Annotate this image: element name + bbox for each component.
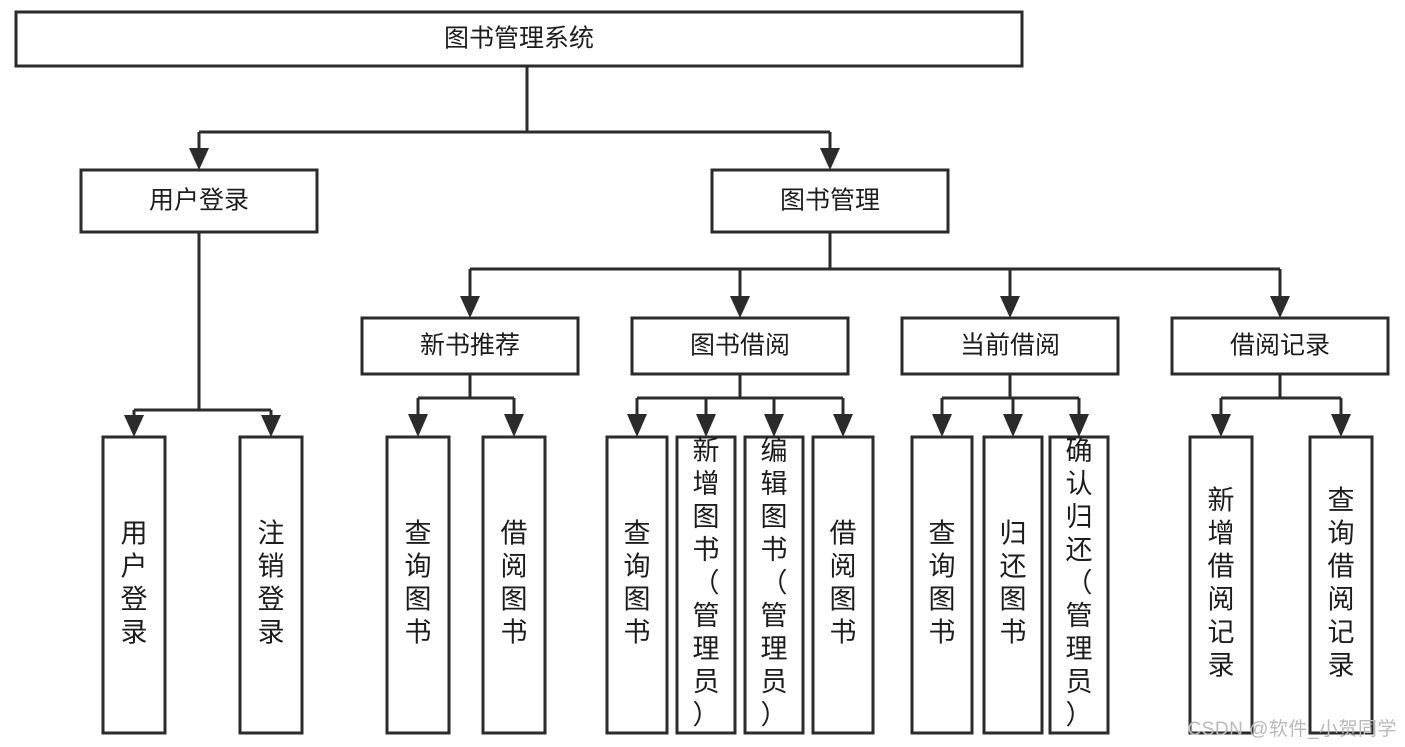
node-user-login-box[interactable]	[79, 168, 319, 234]
node-leaf-borrow-book-1[interactable]: 借阅图书	[481, 435, 547, 735]
node-current-borrow[interactable]: 当前借阅	[900, 316, 1120, 376]
node-leaf-borrow-book-2[interactable]: 借阅图书	[811, 435, 875, 735]
node-borrow-record-box[interactable]	[1170, 316, 1390, 376]
node-leaf-return-book[interactable]: 归还图书	[982, 435, 1044, 735]
node-leaf-query-book-1[interactable]: 查询图书	[385, 435, 451, 735]
node-new-book-recommend-label: 新书推荐	[420, 332, 520, 360]
node-leaf-borrow-book-1-label: 借阅图书	[501, 519, 528, 648]
arrow-root-to-book-management	[820, 148, 840, 170]
node-book-management[interactable]: 图书管理	[710, 168, 950, 234]
node-current-borrow-box[interactable]	[900, 316, 1120, 376]
node-leaf-user-login-label: 用户登录	[121, 519, 148, 648]
arrow-to-leaf-borrow-book-1	[504, 414, 524, 437]
arrow-to-leaf-return-book	[1003, 414, 1023, 437]
node-leaf-add-book-admin-label: 新增图书（管理员）	[693, 436, 720, 730]
node-leaf-query-book-2-label: 查询图书	[624, 519, 651, 648]
node-leaf-query-borrow-record-box[interactable]	[1308, 435, 1374, 735]
node-leaf-add-book-admin-box[interactable]	[675, 435, 737, 735]
node-leaf-borrow-book-2-label: 借阅图书	[830, 519, 857, 648]
node-leaf-add-borrow-record-box[interactable]	[1188, 435, 1254, 735]
node-leaf-query-book-2[interactable]: 查询图书	[605, 435, 669, 735]
node-leaf-borrow-book-2-box[interactable]	[811, 435, 875, 735]
node-book-management-label: 图书管理	[780, 187, 880, 215]
arrow-to-leaf-add-borrow-record	[1211, 414, 1231, 437]
arrow-to-leaf-logout	[261, 415, 281, 437]
node-leaf-user-login-box[interactable]	[101, 435, 167, 735]
arrow-to-current-borrow	[1000, 296, 1020, 318]
node-leaf-logout-label: 注销登录	[258, 519, 285, 648]
arrow-to-leaf-edit-book-admin	[764, 414, 784, 437]
arrow-to-leaf-user-login	[124, 415, 144, 437]
node-leaf-borrow-book-1-box[interactable]	[481, 435, 547, 735]
node-leaf-query-book-1-box[interactable]	[385, 435, 451, 735]
arrow-to-borrow-record	[1270, 296, 1290, 318]
node-leaf-return-book-label: 归还图书	[1000, 519, 1027, 648]
arrow-to-leaf-confirm-return-admin	[1069, 414, 1089, 437]
node-leaf-confirm-return-admin-label: 确认归还（管理员）	[1066, 436, 1093, 730]
arrow-to-leaf-query-book-1	[408, 414, 428, 437]
node-new-book-recommend[interactable]: 新书推荐	[360, 316, 580, 376]
arrow-to-leaf-query-borrow-record	[1331, 414, 1351, 437]
node-leaf-user-login[interactable]: 用户登录	[101, 435, 167, 735]
node-book-borrow-label: 图书借阅	[690, 332, 790, 360]
node-borrow-record[interactable]: 借阅记录	[1170, 316, 1390, 376]
node-current-borrow-label: 当前借阅	[960, 332, 1060, 360]
node-leaf-edit-book-admin-box[interactable]	[743, 435, 805, 735]
node-leaf-query-book-3-label: 查询图书	[929, 519, 956, 648]
node-leaf-logout[interactable]: 注销登录	[238, 435, 304, 735]
node-leaf-query-borrow-record-label: 查询借阅记录	[1328, 486, 1355, 681]
node-book-borrow-box[interactable]	[630, 316, 850, 376]
node-root-label: 图书管理系统	[444, 25, 594, 53]
node-book-management-box[interactable]	[710, 168, 950, 234]
node-leaf-query-book-1-label: 查询图书	[405, 519, 432, 648]
node-root-box[interactable]	[14, 10, 1024, 68]
node-root[interactable]: 图书管理系统	[14, 10, 1024, 68]
arrow-to-leaf-query-book-2	[627, 414, 647, 437]
node-leaf-confirm-return-admin-box[interactable]	[1048, 435, 1110, 735]
node-leaf-query-borrow-record[interactable]: 查询借阅记录	[1308, 435, 1374, 735]
node-user-login[interactable]: 用户登录	[79, 168, 319, 234]
node-user-login-label: 用户登录	[149, 187, 249, 215]
node-leaf-logout-box[interactable]	[238, 435, 304, 735]
arrow-root-to-user-login	[189, 148, 209, 170]
node-leaf-add-borrow-record[interactable]: 新增借阅记录	[1188, 435, 1254, 735]
node-book-borrow[interactable]: 图书借阅	[630, 316, 850, 376]
arrow-to-leaf-query-book-3	[932, 414, 952, 437]
node-borrow-record-label: 借阅记录	[1230, 332, 1330, 360]
node-leaf-edit-book-admin[interactable]: 编辑图书（管理员）	[743, 435, 805, 735]
node-leaf-query-book-3-box[interactable]	[910, 435, 974, 735]
arrow-to-leaf-add-book-admin	[696, 414, 716, 437]
arrow-to-new-book-recommend	[460, 296, 480, 318]
node-leaf-return-book-box[interactable]	[982, 435, 1044, 735]
connector-layer	[124, 66, 1351, 437]
node-leaf-query-book-3[interactable]: 查询图书	[910, 435, 974, 735]
node-leaf-add-book-admin[interactable]: 新增图书（管理员）	[675, 435, 737, 735]
node-leaf-edit-book-admin-label: 编辑图书（管理员）	[761, 436, 788, 730]
arrow-to-book-borrow	[730, 296, 750, 318]
node-leaf-add-borrow-record-label: 新增借阅记录	[1208, 486, 1235, 681]
node-leaf-confirm-return-admin[interactable]: 确认归还（管理员）	[1048, 435, 1110, 735]
node-leaf-query-book-2-box[interactable]	[605, 435, 669, 735]
node-new-book-recommend-box[interactable]	[360, 316, 580, 376]
arrow-to-leaf-borrow-book-2	[833, 414, 853, 437]
